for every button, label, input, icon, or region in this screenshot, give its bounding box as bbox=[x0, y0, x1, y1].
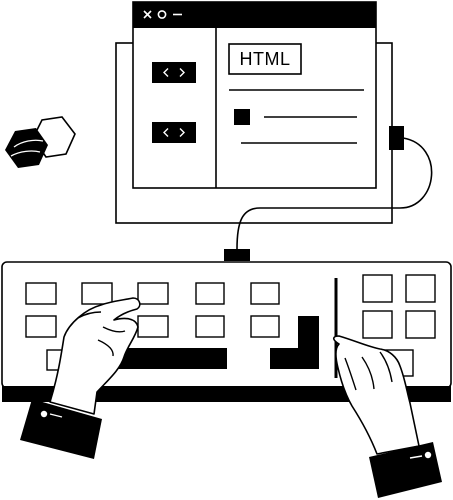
key[interactable] bbox=[25, 315, 57, 338]
left-hand bbox=[20, 297, 141, 459]
cable-plug bbox=[224, 249, 250, 261]
browser-window bbox=[132, 1, 377, 189]
right-sleeve-cuff bbox=[369, 442, 442, 498]
bullet-square bbox=[234, 109, 250, 125]
window-titlebar bbox=[133, 2, 376, 28]
right-hand bbox=[332, 335, 442, 498]
key[interactable] bbox=[137, 315, 169, 338]
keyboard-base bbox=[2, 386, 451, 402]
key[interactable] bbox=[250, 282, 280, 305]
key[interactable] bbox=[362, 310, 393, 339]
key[interactable] bbox=[195, 282, 225, 305]
key[interactable] bbox=[25, 282, 57, 305]
circle-icon[interactable] bbox=[157, 10, 167, 19]
cable-plug bbox=[389, 126, 404, 150]
left-sleeve-cuff bbox=[20, 399, 102, 459]
enter-key[interactable] bbox=[270, 316, 319, 369]
cable bbox=[236, 137, 433, 250]
key[interactable] bbox=[405, 274, 436, 303]
key[interactable] bbox=[405, 310, 436, 339]
hexagon-icon bbox=[5, 128, 48, 168]
key[interactable] bbox=[362, 274, 393, 303]
key[interactable] bbox=[195, 315, 225, 338]
code-brackets-icon bbox=[152, 62, 196, 83]
html-tag-box bbox=[228, 43, 302, 75]
code-brackets-icon bbox=[152, 122, 196, 143]
html-tag-label: HTML bbox=[239, 48, 291, 69]
key[interactable] bbox=[250, 315, 280, 338]
key[interactable] bbox=[137, 282, 169, 305]
close-icon[interactable] bbox=[143, 10, 152, 19]
space-bar[interactable] bbox=[110, 348, 227, 369]
key[interactable] bbox=[81, 282, 113, 305]
